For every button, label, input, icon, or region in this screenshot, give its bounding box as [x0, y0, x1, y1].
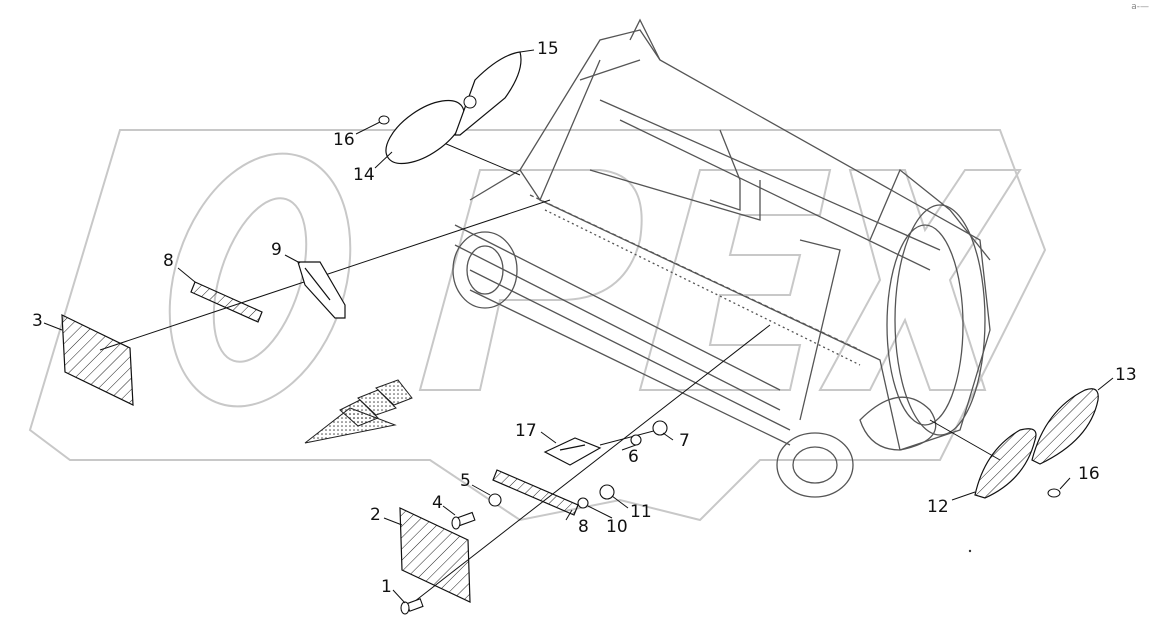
callout-15: 15 — [537, 39, 559, 59]
part-14-oval-reflector — [385, 99, 465, 165]
stray-dot — [968, 549, 972, 553]
callout-leaders — [43, 49, 1114, 604]
part-4-bolt — [451, 511, 476, 530]
travel-direction-arrow — [304, 379, 413, 444]
part-9-bracket — [297, 261, 346, 319]
header-machine — [452, 18, 991, 498]
callout-2: 2 — [370, 505, 381, 525]
part-3-warning-plate — [61, 314, 134, 406]
callout-7: 7 — [679, 431, 690, 451]
part-8-reflector-strip-left — [190, 281, 263, 323]
fasteners-upper — [630, 420, 668, 446]
leader-lines — [99, 134, 1001, 606]
part-15-hatched-reflector — [454, 51, 522, 136]
callout-6: 6 — [628, 447, 639, 467]
part-13-oval-reflector — [1031, 388, 1099, 465]
callout-17: 17 — [515, 421, 537, 441]
callout-10: 10 — [606, 517, 628, 537]
callout-4: 4 — [432, 493, 443, 513]
callout-13: 13 — [1115, 365, 1137, 385]
part-12-oval-reflector — [974, 428, 1037, 499]
callout-3: 3 — [32, 311, 43, 331]
callout-11: 11 — [630, 502, 652, 522]
corner-mark: a-— — [1131, 2, 1149, 12]
callout-16-top: 16 — [333, 130, 355, 150]
part-16-washer-top — [378, 115, 390, 125]
callout-9: 9 — [271, 240, 282, 260]
callout-16-right: 16 — [1078, 464, 1100, 484]
callout-8-lower: 8 — [578, 517, 589, 537]
fasteners-lower — [488, 484, 615, 509]
watermark — [28, 129, 1047, 522]
callout-14: 14 — [353, 165, 375, 185]
callout-1: 1 — [381, 577, 392, 597]
callout-8-upper: 8 — [163, 251, 174, 271]
part-16-washer-right — [1047, 488, 1061, 498]
part-1-bolt — [400, 598, 424, 615]
part-17-mount-bracket — [543, 437, 602, 466]
callout-5: 5 — [460, 471, 471, 491]
callout-labels: 1 2 3 4 5 6 7 8 8 9 10 11 12 13 14 15 16… — [32, 39, 1137, 597]
callout-12: 12 — [927, 497, 949, 517]
part-2-warning-plate — [399, 507, 471, 603]
part-8-reflector-strip-lower — [492, 469, 579, 516]
